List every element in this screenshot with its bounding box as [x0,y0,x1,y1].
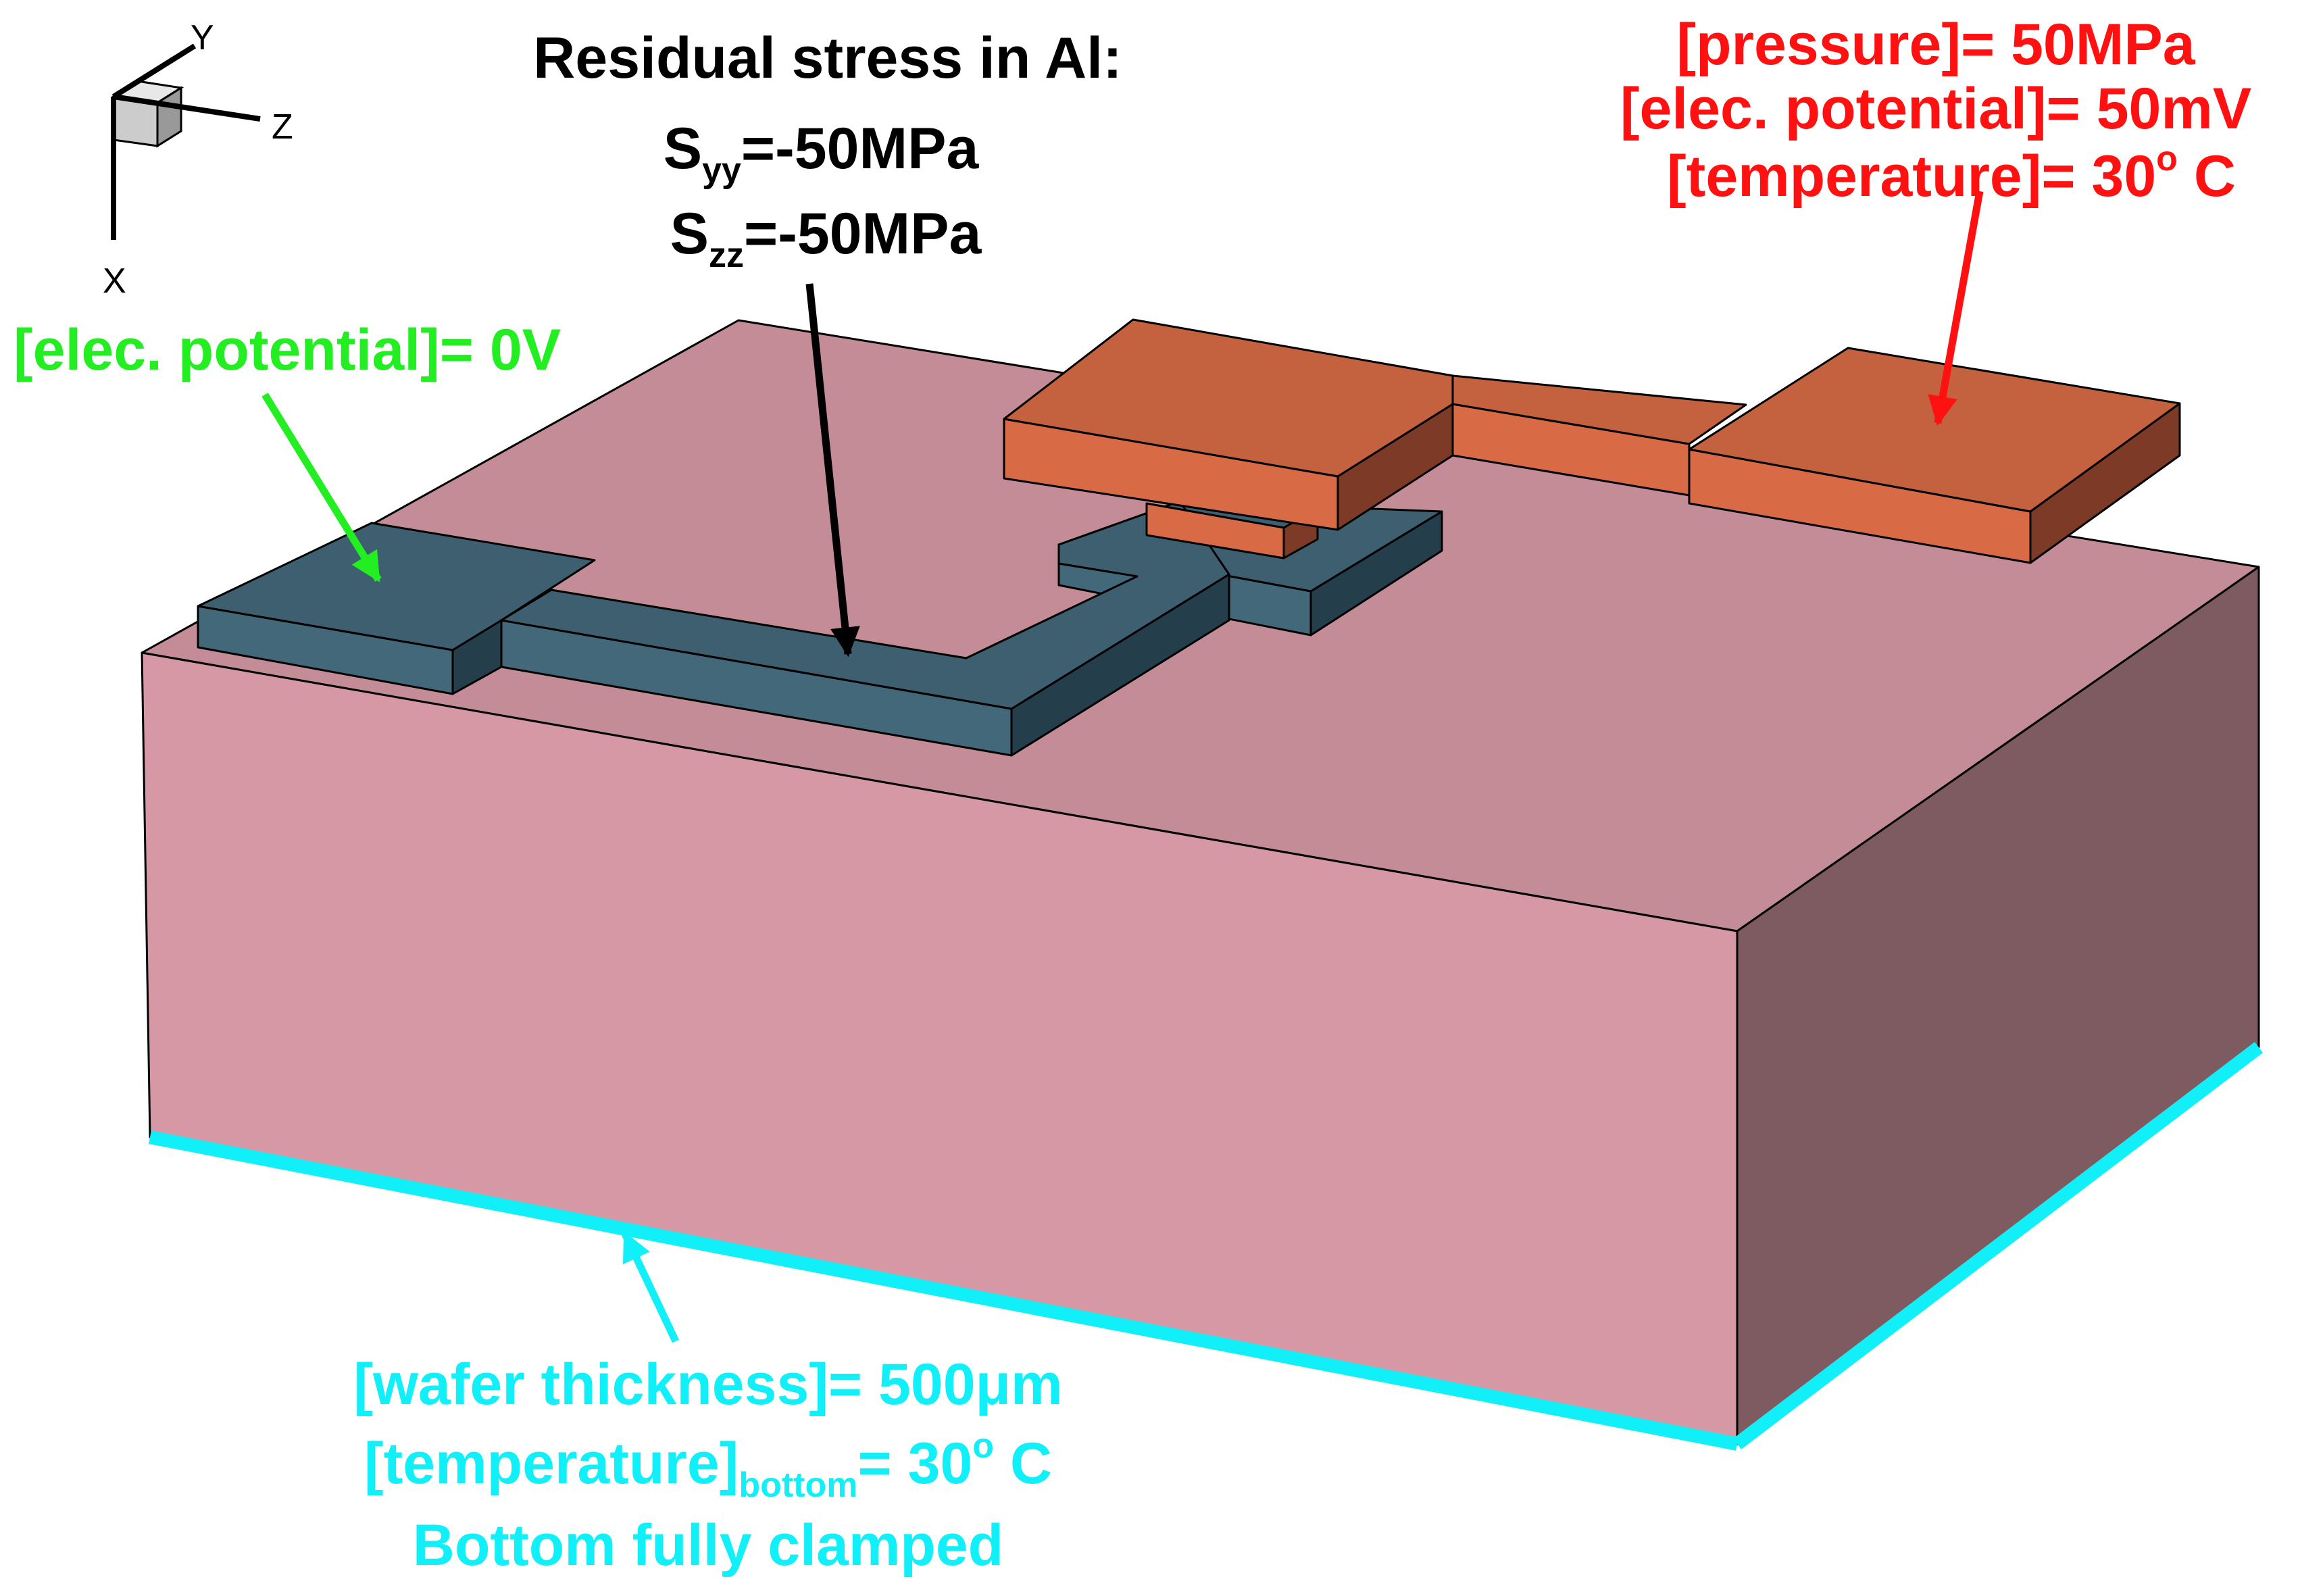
al-trace-top [500,500,1230,710]
bottom-clamp-edges [149,1042,2264,1451]
pad-right-top [1688,347,2181,513]
stress-syy: Syy=-50MPa [664,116,980,190]
triad-z-axis [113,94,261,122]
bottom-annotation: [wafer thickness]= 500μm [temperature]bo… [353,1231,1063,1578]
wafer-thickness-label: [wafer thickness]= 500μm [353,1352,1062,1417]
stress-szz: Szz=-50MPa [670,201,982,275]
elec-potential-left-label: [elec. potential]= 0V [14,318,561,382]
bottom-clamped-label: Bottom fully clamped [413,1513,1003,1578]
al-left-pad-top [197,522,596,651]
pressure-label: [pressure]= 50MPa [1676,12,2195,77]
axis-label-z: Z [272,107,293,147]
orange-pad [1003,318,2181,564]
temperature-bottom-label: [temperature]bottom= 30o C [364,1426,1052,1505]
axis-label-y: Y [191,18,214,57]
elec-potential-right-label: [elec. potential]= 50mV [1620,76,2251,141]
residual-stress-annotation: Residual stress in Al: Syy=-50MPa Szz=-5… [533,26,1122,657]
red-arrow [1928,191,1984,426]
stress-title: Residual stress in Al: [533,26,1122,91]
stress-arrow [805,283,860,657]
axis-label-x: X [103,261,126,301]
pad-bar-top [1451,374,1747,445]
left-annotation: [elec. potential]= 0V [14,318,561,582]
axis-triad: X Y Z [103,18,293,301]
green-arrow [261,393,382,582]
clamp-edge-front [149,1130,1739,1451]
clamp-edge-side [1732,1042,2264,1449]
top-right-annotation: [pressure]= 50MPa [elec. potential]= 50m… [1620,12,2251,426]
triad-y-axis [111,43,197,99]
temperature-top-label: [temperature]= 30o C [1667,139,2236,209]
cyan-arrow [622,1231,679,1343]
